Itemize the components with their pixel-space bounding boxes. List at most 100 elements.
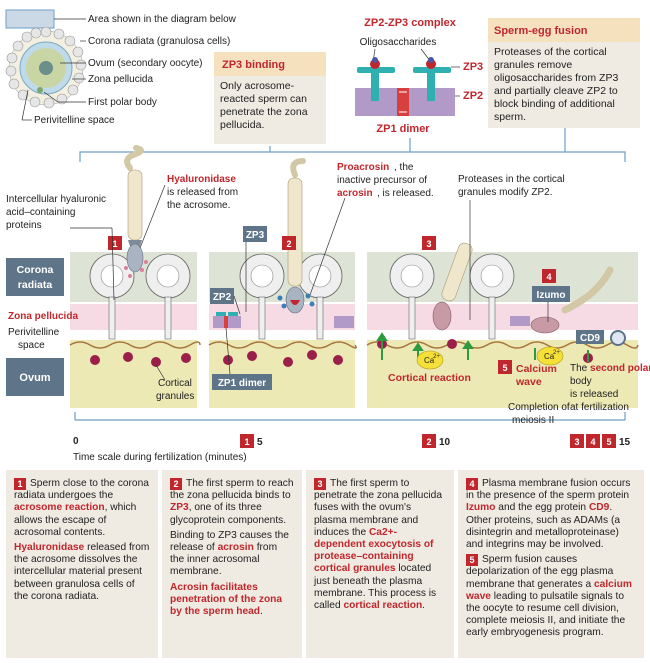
svg-text:5: 5 [606, 437, 611, 447]
legend-perivitelline-space: Perivitelline space [34, 115, 115, 126]
svg-text:body: body [570, 376, 592, 387]
legend-zona-pellucida: Zona pellucida [88, 74, 153, 85]
svg-text:Ca: Ca [544, 352, 555, 361]
second-polar-label: The second polar [570, 363, 650, 374]
sperm-egg-fusion-text: Proteases of the cortical granules remov… [494, 46, 619, 123]
svg-text:, is released.: , is released. [377, 188, 434, 199]
zp1-dimer-label: ZP1 dimer [376, 123, 430, 135]
svg-text:CD9: CD9 [580, 333, 600, 344]
svg-text:proteins: proteins [6, 220, 42, 231]
svg-text:Ovum: Ovum [19, 372, 50, 384]
svg-text:the acrosome.: the acrosome. [167, 200, 230, 211]
second-polar-body [610, 330, 626, 346]
svg-text:wave: wave [515, 376, 542, 388]
proacrosin-label: Proacrosin [337, 162, 389, 173]
oocyte-icon [5, 26, 87, 109]
zp2-tag: ZP2 [210, 288, 234, 304]
svg-text:acid–containing: acid–containing [6, 207, 76, 218]
svg-text:is released from: is released from [167, 187, 238, 198]
svg-text:radiata: radiata [18, 279, 53, 291]
cortical-reaction-label: Cortical reaction [388, 372, 471, 384]
svg-text:is released: is released [570, 389, 618, 400]
svg-text:meiosis II: meiosis II [512, 415, 554, 426]
svg-text:2+: 2+ [553, 350, 560, 356]
legend-area-shown: Area shown in the diagram below [88, 14, 237, 25]
legend-corona-radiata: Corona radiata (granulosa cells) [88, 36, 230, 47]
svg-text:2: 2 [426, 437, 431, 447]
svg-text:2: 2 [286, 239, 291, 249]
izumo-tag: Izumo [532, 286, 570, 302]
svg-text:Ca: Ca [424, 356, 435, 365]
time-scale: 0 Time scale during fertilization (minut… [73, 434, 631, 463]
cd9-tag: CD9 [576, 330, 604, 344]
step-marker-4: 4 [542, 269, 556, 283]
calcium-wave-label: Calcium [516, 363, 557, 375]
zp3-tag: ZP3 [243, 226, 267, 242]
proteases-label: Proteases in the cortical [458, 174, 565, 185]
zp2-label: ZP2 [463, 90, 483, 102]
svg-text:granules modify ZP2.: granules modify ZP2. [458, 187, 553, 198]
sperm-1 [124, 145, 148, 278]
legend-ovum: Ovum (secondary oocyte) [88, 58, 203, 69]
svg-text:3: 3 [574, 437, 579, 447]
step-marker-3: 3 [422, 236, 436, 250]
svg-text:5: 5 [502, 363, 507, 373]
zp3-binding-box: ZP3 binding Only acrosome-reacted sperm … [214, 52, 326, 144]
hyaluronidase-label: Hyaluronidase [167, 174, 236, 185]
svg-text:10: 10 [439, 437, 451, 448]
zp1-dimer-tag: ZP1 dimer [212, 374, 272, 390]
sperm-egg-fusion-title: Sperm-egg fusion [494, 25, 588, 37]
step-marker-2: 2 [282, 236, 296, 250]
sperm-4 [530, 266, 614, 334]
svg-text:1: 1 [112, 239, 117, 249]
svg-text:4: 4 [590, 437, 595, 447]
svg-text:, the: , the [394, 162, 414, 173]
cortical-granules-label: Cortical [158, 378, 192, 389]
timescale-label: Time scale during fertilization (minutes… [73, 452, 247, 463]
svg-text:granules: granules [156, 391, 194, 402]
step-marker-1: 1 [108, 236, 122, 250]
legend-first-polar-body: First polar body [88, 97, 157, 108]
svg-text:5: 5 [257, 437, 263, 448]
svg-text:15: 15 [619, 437, 631, 448]
svg-text:space: space [18, 340, 45, 351]
svg-text:2+: 2+ [433, 354, 440, 360]
svg-text:4: 4 [546, 272, 551, 282]
zp3-binding-title: ZP3 binding [222, 59, 285, 71]
step-marker-5: 5 [498, 360, 512, 374]
sperm-3 [432, 242, 473, 331]
svg-text:inactive precursor of: inactive precursor of [337, 175, 427, 186]
oligosaccharides-label: Oligosaccharides [360, 37, 437, 48]
row-label-ovum: Ovum [6, 358, 64, 396]
zp-complex-diagram: ZP2-ZP3 complex Oligosaccharides ZP3 ZP2… [355, 17, 483, 135]
calcium-ion-2: Ca 2+ [536, 346, 564, 366]
intercellular-label: Intercellular hyaluronic [6, 194, 106, 205]
svg-text:3: 3 [426, 239, 431, 249]
sperm-2 [277, 158, 315, 314]
calcium-ion-1: Ca 2+ [416, 350, 444, 370]
svg-text:Izumo: Izumo [537, 290, 566, 301]
completion-meiosis-label: Completion of [508, 402, 570, 413]
sperm-egg-fusion-box: Sperm-egg fusion Proteases of the cortic… [488, 18, 640, 128]
svg-text:ZP1 dimer: ZP1 dimer [218, 378, 266, 389]
svg-text:ZP2: ZP2 [213, 292, 232, 303]
main-diagram: Corona radiata Zona pellucida Perivitell… [6, 128, 650, 463]
zp-complex-title: ZP2-ZP3 complex [364, 17, 457, 29]
zp3-label: ZP3 [463, 61, 483, 73]
svg-text:Corona: Corona [17, 264, 54, 276]
row-label-zona-pellucida: Zona pellucida [8, 311, 78, 322]
row-label-perivitelline: Perivitelline [8, 327, 60, 338]
acrosin-label: acrosin [337, 188, 373, 199]
row-label-corona-radiata: Corona radiata [6, 258, 64, 296]
svg-text:0: 0 [73, 436, 79, 447]
oocyte-legend: Area shown in the diagram below Corona r… [5, 9, 237, 126]
svg-text:at fertilization: at fertilization [570, 402, 629, 413]
svg-text:1: 1 [244, 437, 249, 447]
svg-text:ZP3: ZP3 [246, 230, 265, 241]
zp3-binding-text: Only acrosome-reacted sperm can penetrat… [220, 80, 308, 131]
